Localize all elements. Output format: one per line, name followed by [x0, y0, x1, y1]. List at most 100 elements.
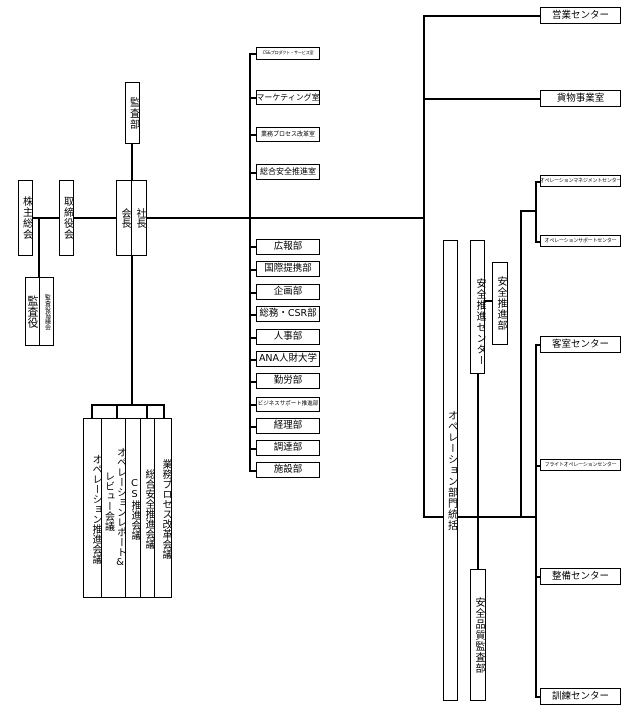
department-label: 施設部	[273, 464, 303, 476]
centers-bracket	[535, 344, 537, 697]
operations-head-label: オペレーション部門統括	[445, 410, 457, 531]
cabin-center-box: 客室センター	[540, 336, 621, 353]
safety-center-connector	[477, 373, 479, 569]
safety-dept-label: 安全推進部	[495, 276, 506, 331]
branch-sales	[423, 15, 541, 17]
department-label: 経理部	[273, 420, 303, 432]
sales-center-label: 営業センター	[551, 9, 609, 21]
dept-branch	[249, 359, 257, 361]
dept-branch	[249, 314, 257, 316]
shareholders-meeting-label: 株主総会	[20, 196, 32, 240]
office-label: 総合安全推進室	[260, 167, 316, 176]
office-label: CS&プロダクト・サービス室	[262, 50, 314, 56]
operation-management-center-label: オペレーションマネジメントセンター	[539, 177, 622, 184]
flight-operation-center-label: フライトオペレーションセンター	[544, 461, 617, 468]
office-label: マーケティング室	[256, 92, 320, 102]
board-of-directors-label: 取締役会	[61, 196, 73, 240]
dept-branch	[249, 246, 257, 248]
operation-support-center-label: オペレーションサポートセンター	[544, 237, 617, 244]
office-box: 総合安全推進室	[256, 164, 320, 180]
cargo-office-box: 貨物事業室	[540, 90, 621, 107]
chairman-president-box: 社長 会長	[116, 180, 147, 256]
auditors-label: 監査役	[26, 278, 40, 345]
department-label: 人事部	[273, 331, 303, 343]
committee-operations-promotion: オペレーション推進会議	[83, 418, 102, 598]
committee-report-review: オペレーションレポート& レビュー会議	[101, 418, 126, 598]
dept-branch	[249, 134, 257, 136]
mgmt-branch	[535, 181, 541, 183]
chairman-label: 会長	[117, 181, 132, 255]
dept-branch	[249, 381, 257, 383]
center-branch	[535, 344, 541, 346]
committee-connector	[131, 255, 133, 405]
operations-bus	[423, 516, 536, 518]
operation-management-center-box: オペレーションマネジメントセンター	[540, 175, 621, 187]
branch-cargo	[423, 98, 541, 100]
department-box: 経理部	[256, 418, 320, 434]
cargo-office-label: 貨物事業室	[556, 92, 605, 104]
committee-safety-promotion: 総合安全推進会議	[140, 418, 155, 598]
center-branch	[535, 465, 541, 467]
dept-branch	[249, 292, 257, 294]
department-box: 国際提携部	[256, 261, 320, 277]
auditors-council-label: 監査役協議会	[43, 293, 51, 330]
committee-drop	[146, 404, 148, 418]
mgmt-branch	[535, 241, 541, 243]
office-label: 業務プロセス改革室	[260, 130, 315, 138]
shareholders-meeting-box: 株主総会	[18, 180, 33, 256]
department-label: 企画部	[273, 286, 303, 298]
center-branch	[535, 576, 541, 578]
committee-drop	[91, 404, 93, 418]
flight-operation-center-box: フライトオペレーションセンター	[540, 459, 621, 471]
dept-branch	[249, 337, 257, 339]
audit-dept-connector	[131, 143, 133, 181]
committee-cs-promotion: CS推進会議	[125, 418, 141, 598]
president-label: 社長	[134, 208, 145, 228]
department-box: ANA人財大学	[256, 351, 320, 367]
office-box: マーケティング室	[256, 90, 320, 105]
dept-branch	[249, 448, 257, 450]
department-box: 調達部	[256, 440, 320, 456]
training-center-box: 訓練センター	[540, 688, 621, 705]
department-label: 調達部	[273, 442, 303, 454]
training-center-label: 訓練センター	[551, 690, 609, 702]
dept-branch	[249, 53, 257, 55]
committee-label: オペレーション推進会議	[90, 454, 101, 564]
safety-center-box: 安全推進センター	[470, 240, 485, 374]
dept-branch	[249, 97, 257, 99]
dept-branch	[249, 404, 257, 406]
committee-bracket	[91, 404, 164, 406]
maintenance-center-label: 整備センター	[551, 570, 609, 582]
dept-branch	[249, 269, 257, 271]
safety-center-label: 安全推進センター	[474, 278, 485, 366]
mgmt-bracket	[535, 181, 537, 241]
department-label: 広報部	[273, 241, 303, 253]
safety-dept-connector	[485, 300, 493, 302]
operation-support-center-box: オペレーションサポートセンター	[540, 235, 621, 247]
audit-dept-label: 監査部	[127, 96, 139, 130]
department-box: 総務・CSR部	[256, 306, 320, 322]
mgmt-branch	[520, 210, 535, 212]
department-box: 施設部	[256, 462, 320, 478]
mgmt-up-line	[520, 210, 522, 517]
center-branch	[535, 696, 541, 698]
department-label: ANA人財大学	[258, 353, 318, 365]
department-box: 広報部	[256, 239, 320, 255]
committee-label: 業務プロセス改革会議	[160, 459, 171, 559]
committee-business-process-reform: 業務プロセス改革会議	[154, 418, 172, 598]
committee-drop	[116, 404, 118, 418]
board-of-directors-box: 取締役会	[59, 180, 74, 256]
office-box: CS&プロダクト・サービス室	[256, 47, 320, 60]
department-box: 企画部	[256, 284, 320, 300]
main-spine-line	[32, 217, 424, 219]
dept-branch	[249, 172, 257, 174]
maintenance-center-box: 整備センター	[540, 568, 621, 585]
department-box: 人事部	[256, 329, 320, 345]
dept-branch	[249, 470, 257, 472]
dept-branch	[249, 426, 257, 428]
office-box: 業務プロセス改革室	[256, 127, 320, 142]
department-label: 勤労部	[273, 375, 303, 387]
cabin-center-label: 客室センター	[551, 338, 609, 350]
safety-quality-audit-label: 安全品質監査部	[473, 596, 484, 674]
department-box: 勤労部	[256, 373, 320, 389]
